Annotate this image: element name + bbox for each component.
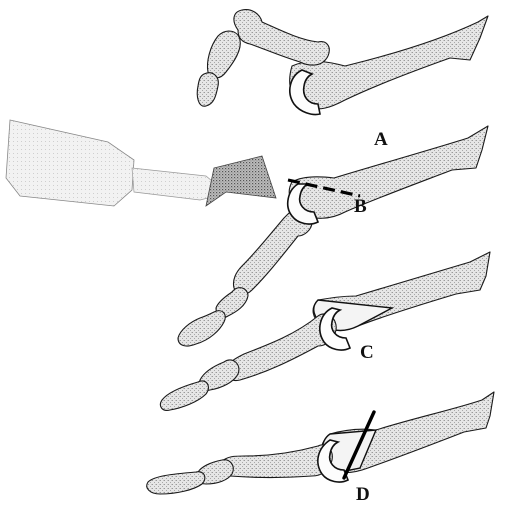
proximal-phalanx-a [234, 10, 329, 65]
panel-label-d: D [356, 484, 370, 505]
panel-d: D [147, 392, 494, 505]
proximal-phalanx-d [220, 445, 332, 478]
distal-phalanx-a [197, 73, 218, 106]
distal-phalanx-b [178, 311, 225, 346]
saw-blade [206, 156, 276, 206]
distal-phalanx-d [147, 472, 205, 494]
panel-label-b: B [354, 196, 367, 217]
distal-phalanx-c [160, 381, 208, 410]
panel-b: B [6, 120, 488, 346]
saw-handle [6, 120, 134, 206]
metatarsal-b [289, 126, 488, 218]
saw-shaft [132, 168, 218, 200]
middle-phalanx-a [207, 31, 240, 78]
panel-a: A [197, 10, 488, 150]
panel-label-a: A [374, 129, 388, 150]
panel-label-c: C [360, 342, 374, 363]
